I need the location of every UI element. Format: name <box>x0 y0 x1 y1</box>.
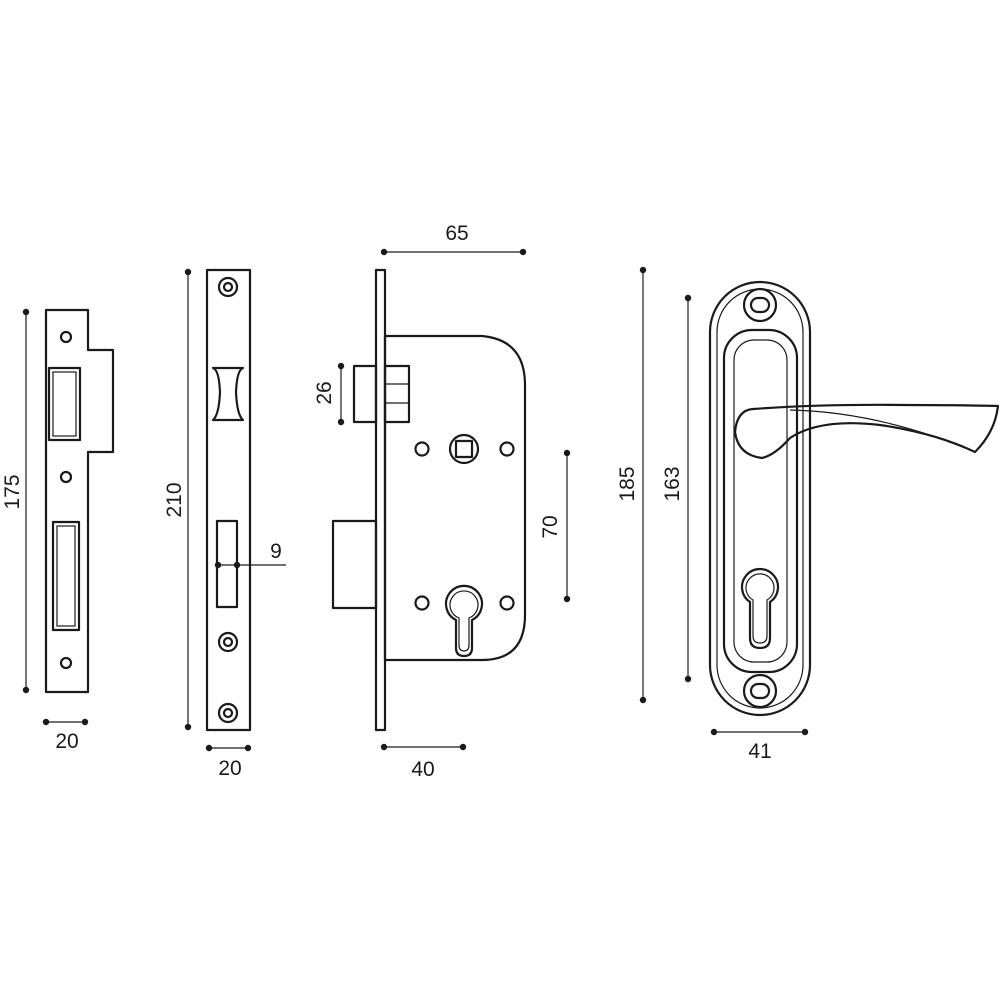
strike-width-label: 20 <box>55 730 78 753</box>
spindle-hub-icon <box>448 433 480 465</box>
handle-height-dimension: 185 <box>616 266 647 704</box>
lock-center-dimension: 70 <box>539 449 571 603</box>
lever-icon <box>733 403 1000 460</box>
faceplate-slot-label: 9 <box>270 540 282 563</box>
strike-screw-hole-icon <box>59 330 73 344</box>
faceplate-height-label: 210 <box>163 482 186 517</box>
strike-screw-hole-icon <box>59 656 73 670</box>
faceplate-screw-icon <box>217 276 239 298</box>
handle-keyhole-icon <box>740 567 780 650</box>
faceplate-screw-icon <box>217 702 239 724</box>
handle-hole-spacing-dimension: 163 <box>661 294 692 683</box>
handle-width-label: 41 <box>748 740 771 763</box>
cylinder-keyhole-icon <box>444 584 484 658</box>
latch-height-label: 26 <box>313 381 336 404</box>
latch-height-dimension: 26 <box>313 362 345 426</box>
faceplate-width-label: 20 <box>218 757 241 780</box>
lock-depth-dimension: 40 <box>380 743 467 781</box>
strike-plate-drawing <box>44 308 115 694</box>
handle-screw-icon <box>742 287 778 323</box>
lever-handle-drawing <box>708 280 1000 717</box>
lock-backset-label: 65 <box>445 222 468 245</box>
lock-body-drawing <box>331 268 527 732</box>
faceplate-drawing <box>205 268 252 732</box>
faceplate-height-dimension: 210 <box>163 268 192 731</box>
lock-center-label: 70 <box>539 515 562 538</box>
lock-depth-label: 40 <box>411 758 434 781</box>
strike-width-dimension: 20 <box>42 718 89 753</box>
faceplate-screw-icon <box>217 631 239 653</box>
faceplate-slot-dimension: 9 <box>214 540 286 569</box>
lock-backset-dimension: 65 <box>380 222 527 256</box>
handle-hole-spacing-label: 163 <box>661 466 684 501</box>
faceplate-width-dimension: 20 <box>205 744 252 780</box>
strike-height-dimension: 175 <box>1 308 30 694</box>
strike-height-label: 175 <box>1 474 24 509</box>
strike-screw-hole-icon <box>59 470 73 484</box>
handle-screw-icon <box>742 673 778 709</box>
handle-height-label: 185 <box>616 466 639 501</box>
handle-width-dimension: 41 <box>710 728 809 763</box>
